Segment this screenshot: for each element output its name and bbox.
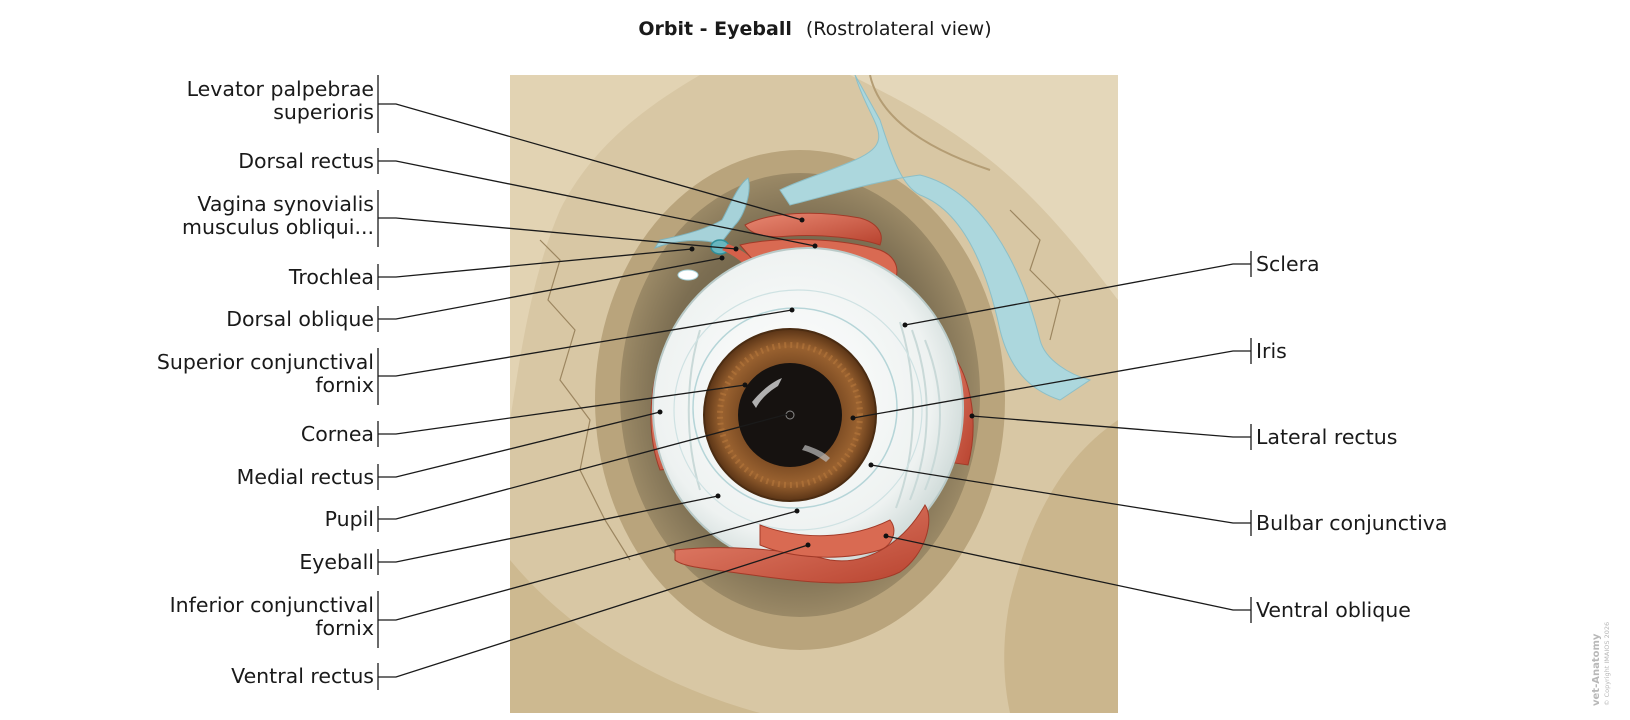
leader-lateral-rectus: [971, 415, 1251, 438]
leader-medial-rectus: [378, 411, 661, 478]
label-ventral-rectus: Ventral rectus: [231, 664, 374, 688]
dot-cornea: [742, 382, 748, 388]
title-main: Orbit - Eyeball: [638, 18, 792, 40]
bone-ridge: [510, 75, 700, 420]
label-eyeball: Eyeball: [299, 550, 374, 574]
leader-bulbar-conjunctiva: [870, 464, 1251, 524]
label-pupil: Pupil: [324, 507, 374, 531]
ventral-rectus-muscle: [759, 519, 895, 558]
leader-lines-right: [852, 251, 1252, 623]
dot-trochlea: [689, 246, 695, 252]
label-dorsal-oblique: Dorsal oblique: [226, 307, 374, 331]
leader-vagina-synovialis: [378, 217, 737, 250]
leader-levator-palpebrae: [378, 103, 803, 221]
label-superior-conjunctival-fornix: Superior conjunctival fornix: [156, 350, 374, 397]
dot-levator-palpebrae: [799, 217, 805, 223]
dot-eyeball: [715, 493, 721, 499]
dot-dorsal-oblique: [719, 255, 725, 261]
leader-dorsal-oblique: [378, 257, 723, 320]
orbit-illustration: [510, 75, 1118, 713]
bone-ridge: [850, 75, 1118, 300]
leader-ventral-oblique: [885, 535, 1251, 611]
bone-suture: [1009, 209, 1061, 341]
leader-eyeball: [378, 495, 719, 563]
leader-sclera: [904, 263, 1251, 326]
dot-ventral-rectus: [805, 542, 811, 548]
trochlea-shape: [653, 177, 750, 250]
orbital-ligament: [779, 75, 1092, 401]
label-ventral-oblique: Ventral oblique: [1256, 598, 1411, 622]
title-view: (Rostrolateral view): [805, 18, 992, 40]
label-medial-rectus: Medial rectus: [236, 465, 374, 489]
bone-ridge: [510, 560, 760, 713]
watermark-brand: vet-Anatomy: [1591, 633, 1602, 706]
leader-lines-left: [377, 75, 816, 690]
diagram-title: Orbit - Eyeball (Rostrolateral view): [0, 18, 1630, 40]
label-dorsal-rectus: Dorsal rectus: [238, 149, 374, 173]
label-trochlea: Trochlea: [288, 265, 374, 289]
watermark: vet-Anatomy © Copyright IMAIOS 2026: [1591, 621, 1612, 706]
leader-pupil: [378, 413, 789, 520]
conjunctiva-ring-outer: [673, 289, 923, 531]
conjunctiva-ring: [692, 307, 898, 509]
cornea-highlight: [802, 445, 830, 462]
label-inferior-conjunctival-fornix: Inferior conjunctival fornix: [169, 593, 374, 640]
leader-trochlea: [378, 248, 693, 278]
dot-sclera: [902, 322, 908, 328]
leader-inferior-conjunctival-fornix: [378, 510, 798, 621]
dot-bulbar-conjunctiva: [868, 462, 874, 468]
bone-suture: [539, 239, 631, 561]
label-lateral-rectus: Lateral rectus: [1256, 425, 1398, 449]
label-bulbar-conjunctiva: Bulbar conjunctiva: [1256, 511, 1448, 535]
label-levator-palpebrae: Levator palpebrae superioris: [186, 77, 374, 124]
label-vagina-synovialis: Vagina synovialis musculus obliqui...: [182, 192, 374, 239]
leader-iris: [852, 350, 1251, 419]
dot-vagina-synovialis: [733, 246, 739, 252]
leader-dorsal-rectus: [378, 160, 816, 247]
label-iris: Iris: [1256, 339, 1287, 363]
label-cornea: Cornea: [300, 422, 374, 446]
leader-superior-conjunctival-fornix: [378, 309, 793, 377]
pupil-shape: [738, 363, 842, 467]
dot-superior-conjunctival-fornix: [789, 307, 795, 313]
dot-dorsal-rectus: [812, 243, 818, 249]
label-sclera: Sclera: [1256, 252, 1320, 276]
dot-ventral-oblique: [883, 533, 889, 539]
iris-texture: [717, 342, 863, 488]
anchor-dots: [657, 217, 975, 548]
leader-cornea: [378, 384, 746, 435]
dot-medial-rectus: [657, 409, 663, 415]
levator-muscle: [744, 212, 882, 246]
sclera-fibers: [687, 329, 701, 491]
watermark-copyright: © Copyright IMAIOS 2026: [1603, 621, 1611, 706]
dot-lateral-rectus: [969, 413, 975, 419]
dot-iris: [850, 415, 856, 421]
bone-ridge: [1004, 420, 1118, 713]
sclera-fibers: [895, 321, 941, 509]
bone-suture: [869, 75, 991, 171]
leader-ventral-rectus: [378, 544, 809, 678]
trochlea-foot: [677, 269, 699, 281]
dot-inferior-conjunctival-fornix: [794, 508, 800, 514]
cornea-highlight: [752, 378, 782, 408]
